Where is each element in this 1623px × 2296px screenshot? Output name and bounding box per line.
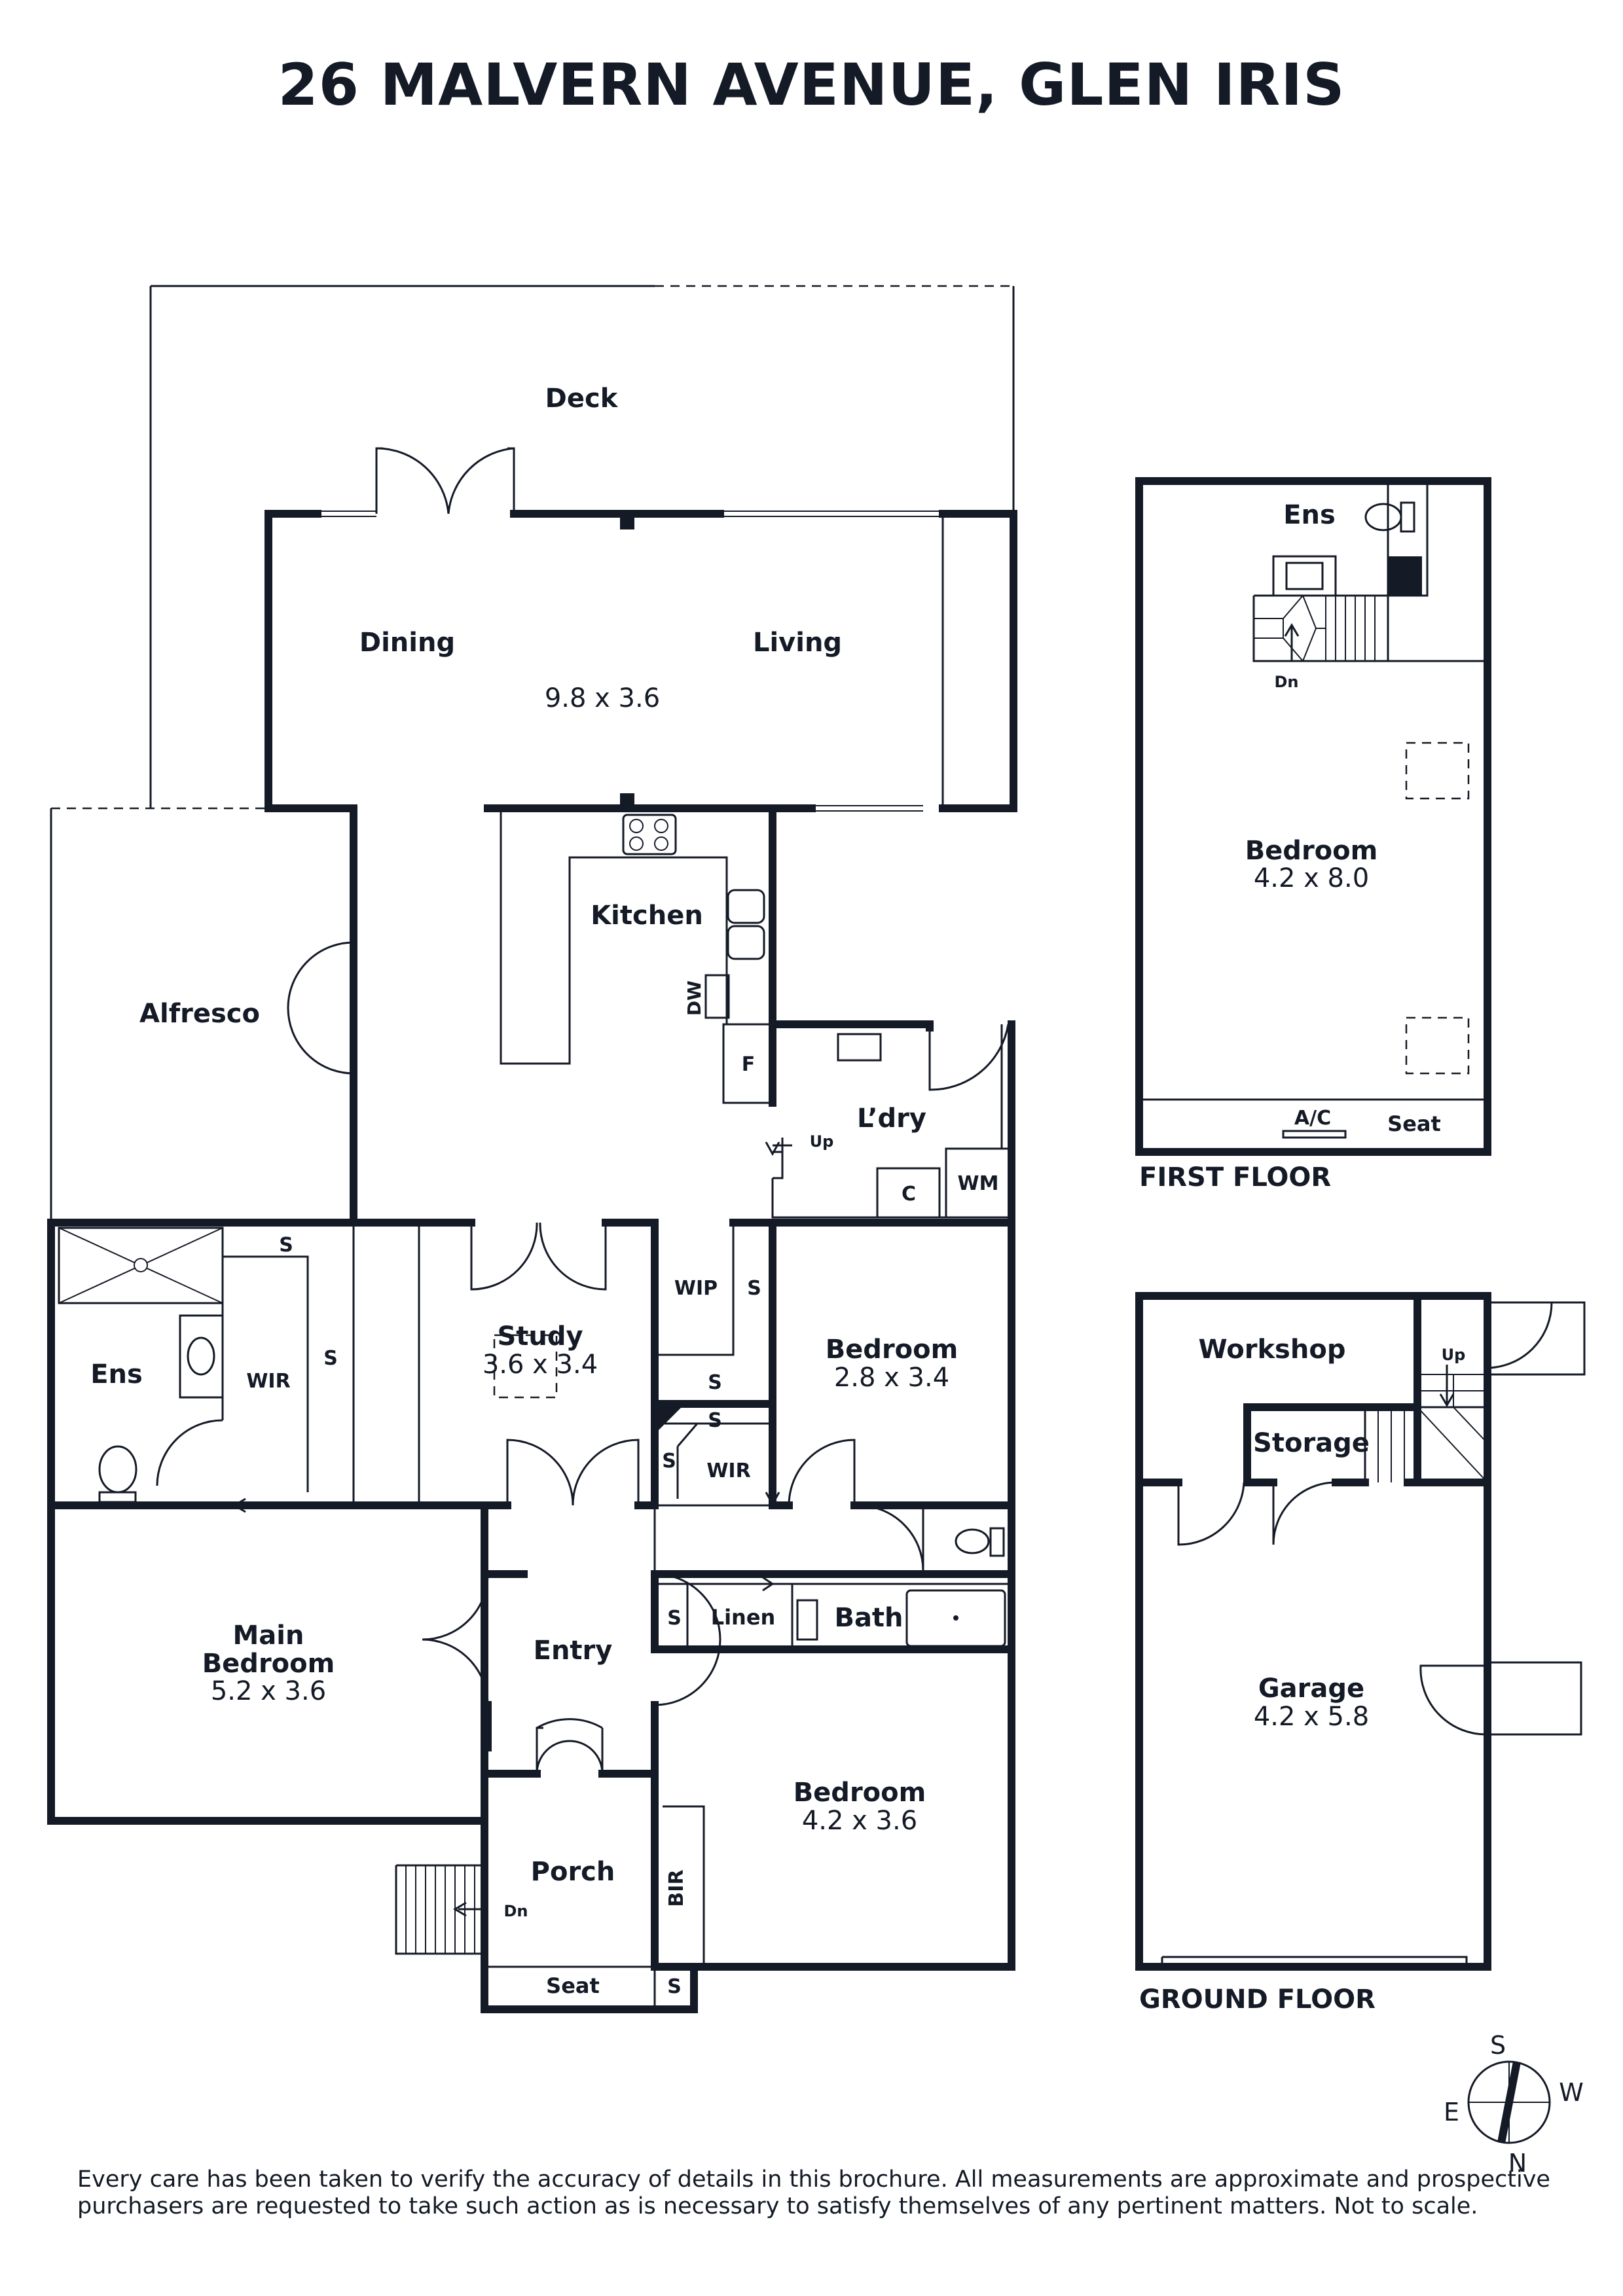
- entry-label: Entry: [534, 1636, 613, 1666]
- living-label: Living: [753, 628, 842, 658]
- porch-label: Porch: [531, 1857, 615, 1887]
- shelf-label: S: [747, 1277, 761, 1300]
- linen-label: Linen: [711, 1605, 776, 1630]
- ff-bedroom-dimensions: 4.2 x 8.0: [1254, 863, 1369, 893]
- laundry-label: L’dry: [857, 1103, 926, 1134]
- garage-dimensions: 4.2 x 5.8: [1254, 1702, 1369, 1732]
- study-label: Study: [497, 1321, 583, 1352]
- page-title: 26 MALVERN AVENUE, GLEN IRIS: [278, 51, 1345, 118]
- ff-ensuite-label: Ens: [1283, 500, 1336, 530]
- first-floor-label: FIRST FLOOR: [1139, 1162, 1331, 1193]
- shelf-label: S: [323, 1347, 338, 1370]
- bedroom-3-label: Bedroom: [793, 1778, 926, 1808]
- ff-down-label: Dn: [1274, 673, 1298, 691]
- main-bedroom-label: Main: [233, 1621, 304, 1651]
- bir-label: BIR: [665, 1869, 688, 1907]
- main-house-plan: [47, 285, 1017, 2013]
- ground-floor-label: GROUND FLOOR: [1139, 1984, 1376, 2015]
- shelf-label: S: [667, 1975, 682, 1998]
- bath-label: Bath: [834, 1603, 903, 1633]
- shelf-label: S: [279, 1234, 293, 1257]
- compass-icon: [1467, 2060, 1551, 2144]
- shelf-label: S: [708, 1371, 722, 1394]
- compass-west: W: [1559, 2078, 1584, 2107]
- storage-label: Storage: [1253, 1428, 1370, 1458]
- ff-bedroom-label: Bedroom: [1245, 836, 1378, 866]
- laundry-up-label: Up: [810, 1132, 834, 1151]
- shelf-label: S: [667, 1607, 682, 1630]
- disclaimer: Every care has been taken to verify the …: [77, 2166, 1550, 2219]
- dining-label: Dining: [359, 628, 455, 658]
- shelf-label: S: [708, 1409, 722, 1432]
- compass-south: S: [1490, 2031, 1506, 2060]
- bedroom-3-dimensions: 4.2 x 3.6: [802, 1806, 917, 1836]
- wir-label: WIR: [246, 1370, 290, 1393]
- alfresco-label: Alfresco: [139, 999, 260, 1029]
- porch-seat-label: Seat: [546, 1973, 600, 1998]
- compass-north: N: [1508, 2149, 1527, 2178]
- ff-seat-label: Seat: [1387, 1111, 1441, 1136]
- study-dimensions: 3.6 x 3.4: [483, 1350, 598, 1380]
- first-floor-plan: [1135, 477, 1491, 1156]
- ensuite-label: Ens: [90, 1359, 143, 1390]
- bedroom-2-label: Bedroom: [826, 1335, 958, 1365]
- gf-up-label: Up: [1442, 1346, 1466, 1364]
- deck-label: Deck: [545, 384, 619, 414]
- air-conditioner-label: A/C: [1294, 1107, 1331, 1130]
- kitchen-label: Kitchen: [591, 901, 703, 931]
- fridge-label: F: [742, 1053, 756, 1076]
- garage-label: Garage: [1258, 1674, 1364, 1704]
- wir-label: WIR: [706, 1460, 750, 1482]
- main-bedroom-dimensions: 5.2 x 3.6: [211, 1676, 326, 1706]
- dishwasher-label: DW: [684, 980, 705, 1016]
- main-bedroom-label: Bedroom: [202, 1649, 335, 1679]
- cupboard-label: C: [902, 1183, 916, 1206]
- dining-living-dimensions: 9.8 x 3.6: [545, 683, 660, 713]
- ground-floor-plan: [1135, 1292, 1586, 1971]
- shelf-label: S: [662, 1450, 676, 1473]
- wip-label: WIP: [674, 1277, 718, 1300]
- compass-east: E: [1444, 2098, 1459, 2126]
- porch-down-label: Dn: [503, 1902, 528, 1920]
- bedroom-2-dimensions: 2.8 x 3.4: [834, 1363, 949, 1393]
- workshop-label: Workshop: [1199, 1335, 1346, 1365]
- washing-machine-label: WM: [958, 1172, 999, 1195]
